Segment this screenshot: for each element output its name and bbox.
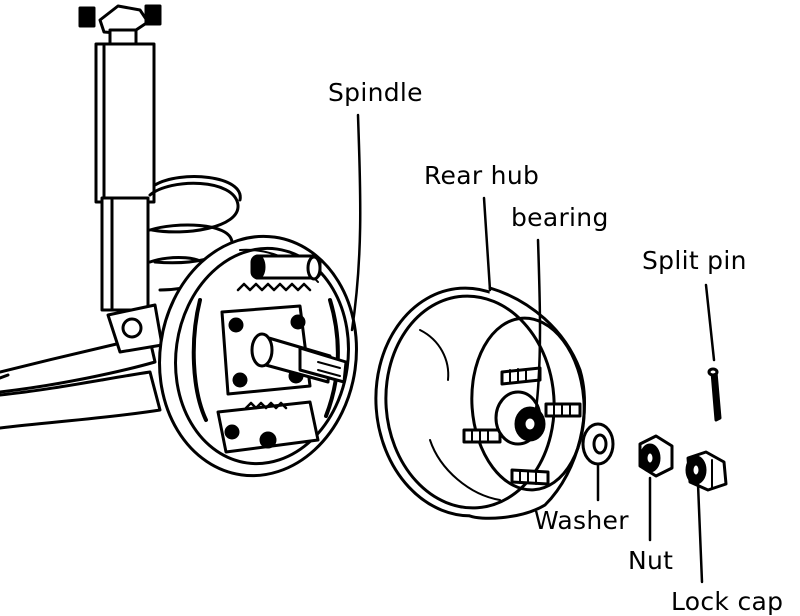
washer xyxy=(581,422,615,466)
split-pin-leader xyxy=(704,283,716,362)
bearing-leader xyxy=(534,238,542,412)
label-bearing: bearing xyxy=(511,203,609,232)
wheel-studs xyxy=(462,366,582,486)
nut xyxy=(638,434,674,478)
split-pin xyxy=(707,367,722,422)
rear-hub-leader xyxy=(482,196,492,292)
label-spindle: Spindle xyxy=(328,78,423,107)
label-nut: Nut xyxy=(628,546,674,575)
spindle xyxy=(250,332,348,384)
label-split-pin: Split pin xyxy=(642,246,747,275)
spindle-leader xyxy=(350,113,362,332)
lock-cap xyxy=(685,450,728,492)
lock-cap-leader xyxy=(696,482,704,584)
bearing xyxy=(494,390,546,446)
leader-lines xyxy=(350,113,716,584)
label-lock-cap: Lock cap xyxy=(671,587,784,616)
rear-hub-drum xyxy=(374,286,586,520)
label-rear-hub: Rear hub xyxy=(424,161,540,190)
trailing-arm xyxy=(0,303,164,430)
label-washer: Washer xyxy=(534,506,629,535)
shock-absorber xyxy=(78,4,162,312)
